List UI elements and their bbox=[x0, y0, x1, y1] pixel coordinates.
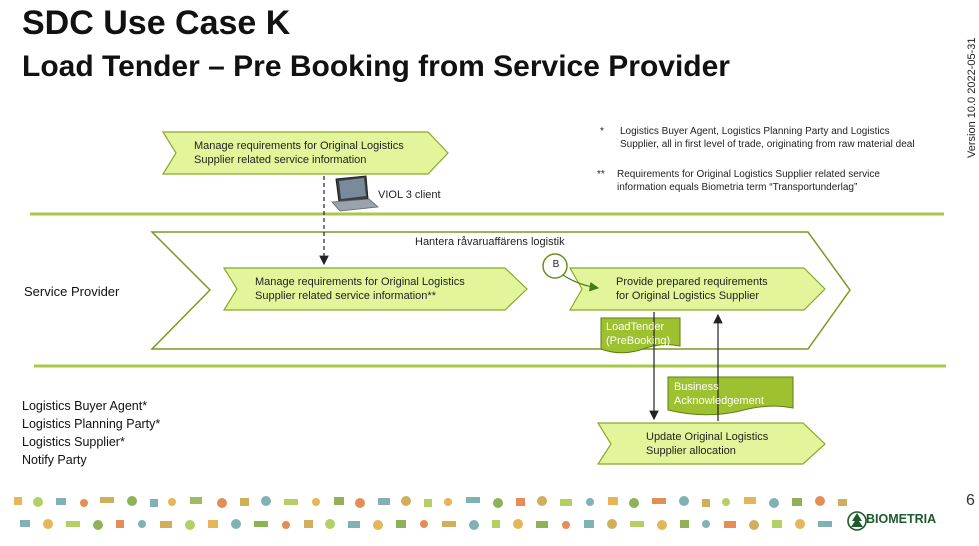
process-2-shape bbox=[568, 267, 826, 311]
top-process-line: Manage requirements for Original Logisti… bbox=[194, 140, 404, 152]
top-process-line: Supplier related service information bbox=[194, 154, 367, 166]
footer-pattern bbox=[14, 496, 847, 530]
slide-subtitle: Load Tender – Pre Booking from Service P… bbox=[22, 50, 730, 83]
process-1-line: Manage requirements for Original Logisti… bbox=[255, 276, 465, 288]
load-tender-text: LoadTender (PreBooking) bbox=[606, 320, 670, 348]
role-label: Logistics Supplier* bbox=[22, 435, 125, 449]
page-number: 6 bbox=[966, 492, 975, 509]
biometria-logo-icon bbox=[847, 511, 867, 531]
footnote-line: Logistics Buyer Agent, Logistics Plannin… bbox=[620, 126, 890, 137]
business-ack-line: Business bbox=[674, 381, 719, 393]
process-3-shape bbox=[596, 422, 826, 465]
process-3-text: Update Original Logistics Supplier alloc… bbox=[646, 430, 768, 458]
top-process-text: Manage requirements for Original Logisti… bbox=[194, 139, 404, 167]
process-3-line: Update Original Logistics bbox=[646, 431, 769, 443]
process-1-line: Supplier related service information** bbox=[255, 290, 436, 302]
process-2-line: Provide prepared requirements bbox=[616, 276, 768, 288]
business-ack-text: Business Acknowledgement bbox=[674, 380, 764, 408]
laptop-icon bbox=[331, 175, 379, 212]
role-label: Logistics Planning Party* bbox=[22, 417, 161, 431]
load-tender-line: LoadTender bbox=[606, 321, 665, 333]
footnote-marker: * bbox=[600, 126, 604, 137]
footnote-marker: ** bbox=[597, 169, 605, 180]
event-b-circle bbox=[542, 253, 568, 279]
footnote-line: information equals Biometria term “Trans… bbox=[617, 182, 858, 193]
process-3-line: Supplier allocation bbox=[646, 445, 736, 457]
footnote-line: Requirements for Original Logistics Supp… bbox=[617, 169, 880, 180]
footnote-line: Supplier, all in first level of trade, o… bbox=[620, 139, 915, 150]
process-2-line: for Original Logistics Supplier bbox=[616, 290, 760, 302]
business-ack-document bbox=[667, 376, 794, 416]
footnote-double-star: ** Requirements for Original Logistics S… bbox=[597, 168, 937, 198]
business-ack-line: Acknowledgement bbox=[674, 395, 764, 407]
slide-title: SDC Use Case K bbox=[22, 4, 291, 42]
lane-roles-list: Logistics Buyer Agent* Logistics Plannin… bbox=[22, 397, 160, 469]
client-label: VIOL 3 client bbox=[378, 189, 441, 201]
process-1-text: Manage requirements for Original Logisti… bbox=[255, 275, 465, 303]
brand-name: BIOMETRIA bbox=[866, 512, 937, 526]
role-label: Notify Party bbox=[22, 453, 87, 467]
process-1-shape bbox=[222, 267, 528, 311]
event-b-label: B bbox=[552, 259, 560, 270]
big-process-label: Hantera råvaruaffärens logistik bbox=[415, 236, 565, 248]
footnote-single-star: * Logistics Buyer Agent, Logistics Plann… bbox=[600, 125, 940, 155]
role-label: Logistics Buyer Agent* bbox=[22, 399, 148, 413]
event-b-connector bbox=[562, 274, 600, 292]
load-tender-line: (PreBooking) bbox=[606, 335, 671, 347]
top-process-shape bbox=[161, 131, 449, 175]
lane-service-provider: Service Provider bbox=[24, 284, 120, 299]
process-2-text: Provide prepared requirements for Origin… bbox=[616, 275, 768, 303]
load-tender-document bbox=[600, 317, 681, 354]
